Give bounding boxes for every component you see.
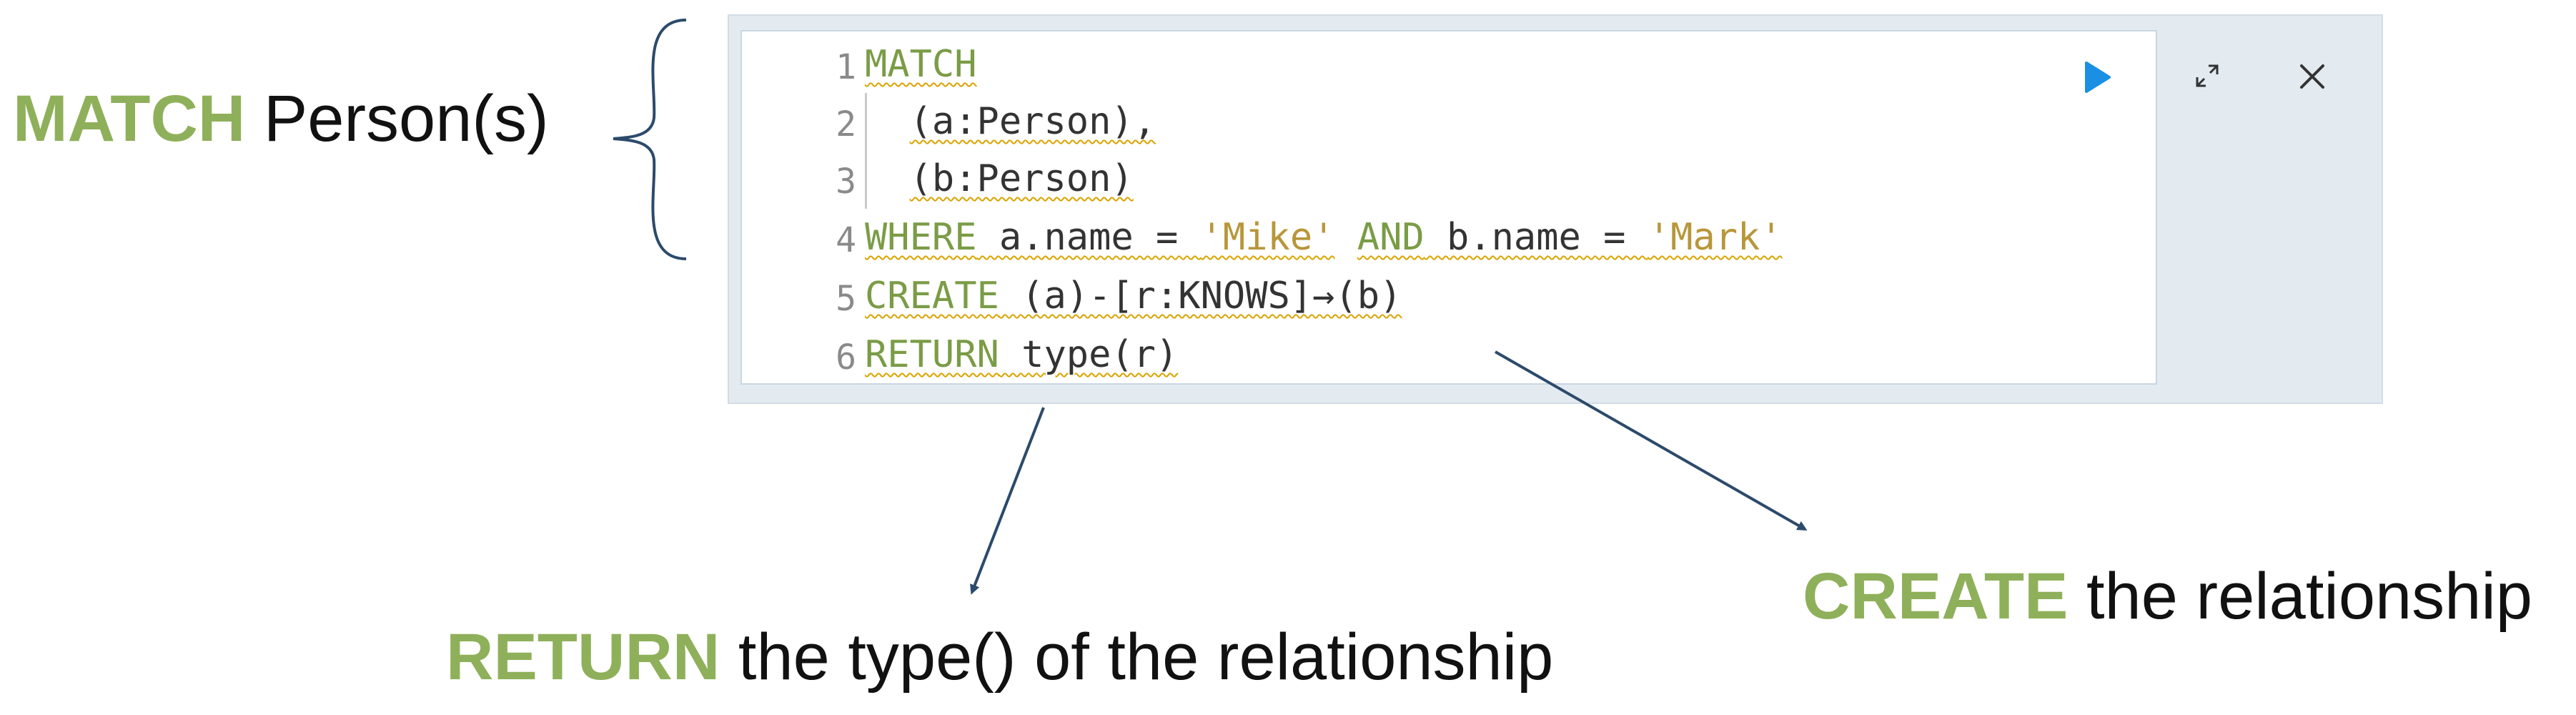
return-arrow xyxy=(970,407,1045,595)
indent-guide xyxy=(865,150,867,209)
close-icon xyxy=(2300,64,2324,89)
code-token: type(r) xyxy=(999,333,1179,376)
return-annotation: RETURN the type() of the relationship xyxy=(446,624,1553,690)
string-token: 'Mike' xyxy=(1200,216,1335,259)
return-annotation-text: the type() of the relationship xyxy=(720,621,1554,694)
close-editor-button[interactable] xyxy=(2294,59,2330,94)
code-token: a.name = xyxy=(976,216,1201,259)
match-brace xyxy=(613,19,687,260)
line-number: 4 xyxy=(836,220,856,260)
code-line: (b:Person) xyxy=(865,160,1134,197)
create-annotation-keyword: CREATE xyxy=(1803,560,2069,633)
code-line: WHERE a.name = 'Mike' AND b.name = 'Mark… xyxy=(865,219,1783,256)
expand-editor-button[interactable] xyxy=(2189,57,2226,94)
keyword-token: WHERE xyxy=(865,216,977,259)
create-annotation: CREATE the relationship xyxy=(1803,563,2532,629)
indent-token xyxy=(865,157,910,200)
play-icon xyxy=(2085,61,2111,93)
keyword-token: AND xyxy=(1357,216,1425,259)
match-annotation: MATCH Person(s) xyxy=(13,86,549,152)
line-number: 1 xyxy=(836,47,856,87)
code-token: (a)-[r:KNOWS]→(b) xyxy=(999,275,1402,317)
line-number: 3 xyxy=(836,162,856,202)
return-annotation-keyword: RETURN xyxy=(446,621,720,694)
code-line: (a:Person), xyxy=(865,103,1156,140)
line-number: 2 xyxy=(836,104,856,144)
line-number: 6 xyxy=(836,337,856,378)
line-number-gutter: 1 2 3 4 5 6 xyxy=(742,31,865,383)
code-token: (a:Person), xyxy=(909,100,1156,143)
code-line: CREATE (a)-[r:KNOWS]→(b) xyxy=(865,277,1402,315)
code-line: MATCH xyxy=(865,46,977,83)
keyword-token: MATCH xyxy=(865,43,977,86)
keyword-token: RETURN xyxy=(865,333,999,376)
indent-token xyxy=(865,100,910,143)
query-editor[interactable]: 1 2 3 4 5 6 MATCH (a:Person), (b:Person) WHERE… xyxy=(740,30,2157,385)
indent-guide xyxy=(865,93,867,152)
run-query-button[interactable] xyxy=(2075,56,2118,99)
string-token: 'Mark' xyxy=(1648,216,1783,259)
code-line: RETURN type(r) xyxy=(865,336,1178,373)
keyword-token: CREATE xyxy=(865,275,999,317)
create-annotation-text: the relationship xyxy=(2068,560,2532,633)
match-annotation-keyword: MATCH xyxy=(13,82,246,155)
match-annotation-text: Person(s) xyxy=(245,82,549,155)
code-token: b.name = xyxy=(1424,216,1648,259)
code-token: (b:Person) xyxy=(909,157,1134,200)
line-number: 5 xyxy=(836,279,856,319)
expand-icon xyxy=(2196,64,2219,87)
